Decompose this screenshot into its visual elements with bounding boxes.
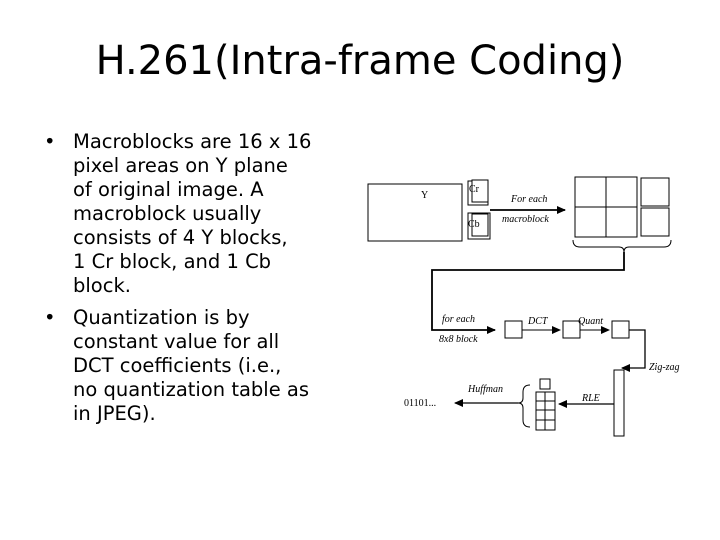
bullet-item: • Macroblocks are 16 x 16 pixel areas on…: [40, 130, 355, 298]
zigzag-connector: [621, 329, 646, 372]
for-each-macroblock-label: macroblock: [502, 214, 549, 225]
huffman-label: Huffman: [467, 384, 503, 395]
cr-label: Cr: [469, 184, 480, 195]
cb-label: Cb: [468, 219, 480, 230]
zigzag-label: Zig-zag: [649, 362, 680, 373]
bullet-marker: •: [44, 130, 56, 153]
zigzag-vector: [613, 369, 625, 437]
cb-small-block: [640, 207, 670, 237]
cb-block: [467, 212, 491, 240]
output-bitstream: 01101...: [404, 398, 436, 409]
bullet-list: • Macroblocks are 16 x 16 pixel areas on…: [40, 130, 355, 434]
bullet-marker: •: [44, 306, 56, 329]
bullet-line: no quantization table as: [73, 378, 310, 401]
bullet-line: DCT coefficients (i.e.,: [73, 354, 282, 377]
slide-title: H.261(Intra-frame Coding): [95, 38, 625, 84]
y-label: Y: [421, 190, 428, 201]
rle-label: RLE: [581, 393, 600, 404]
for-each-block-label: 8x8 block: [439, 334, 478, 345]
bullet-line: pixel areas on Y plane: [73, 154, 288, 177]
quant-label: Quant: [578, 316, 603, 327]
cr-small-block: [640, 177, 670, 207]
bullet-item: • Quantization is by constant value for …: [40, 306, 355, 426]
bullet-line: constant value for all: [73, 330, 280, 353]
bullet-line: in JPEG).: [73, 402, 156, 425]
bullet-line: consists of 4 Y blocks,: [73, 226, 288, 249]
pipeline-block: [504, 320, 523, 339]
blocks-bracket: [572, 239, 672, 253]
bullet-line: Quantization is by: [73, 306, 250, 329]
pipeline-block: [611, 320, 630, 339]
for-each-macroblock-label: For each: [510, 194, 547, 205]
for-each-block-label: for each: [442, 314, 475, 325]
bullet-line: of original image. A: [73, 178, 264, 201]
connector-line: [431, 252, 625, 334]
bullet-line: Macroblocks are 16 x 16: [73, 130, 312, 153]
bullet-line: macroblock usually: [73, 202, 262, 225]
y-block: [367, 183, 463, 242]
cr-block: [471, 179, 489, 203]
bullet-line: block.: [73, 274, 131, 297]
dct-label: DCT: [527, 316, 549, 327]
rle-top-block: [539, 378, 551, 390]
bullet-line: 1 Cr block, and 1 Cb: [73, 250, 272, 273]
stack-bracket: [517, 384, 531, 428]
cb-block: [471, 213, 489, 237]
